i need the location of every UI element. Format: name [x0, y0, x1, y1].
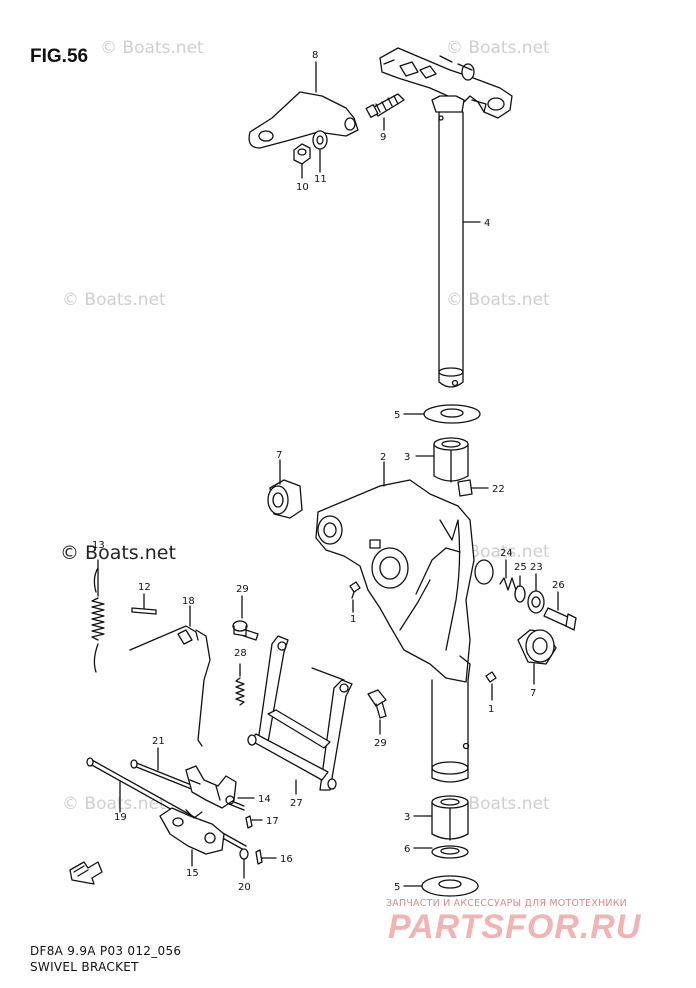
- callout-7b: 7: [530, 688, 536, 699]
- grease-nipple-upper: [349, 581, 361, 613]
- link-rod-18: [129, 605, 211, 747]
- nut-23: [527, 573, 545, 614]
- watermark: © Boats.net: [62, 290, 166, 310]
- callout-17: 17: [266, 816, 279, 827]
- steering-bracket: [379, 47, 513, 119]
- steering-shaft: [431, 95, 465, 388]
- washer-25: [514, 575, 526, 603]
- swivel-tube: [431, 679, 470, 783]
- bolt-29-upper: [232, 595, 259, 641]
- callout-20: 20: [238, 882, 251, 893]
- pin-12: [131, 593, 157, 615]
- callout-2: 2: [380, 452, 386, 463]
- plate-22: [457, 479, 489, 497]
- swivel-bracket: [315, 461, 475, 683]
- shop-brand-logo: PARTSFOR.RU: [388, 908, 642, 946]
- washer-20: [239, 848, 249, 879]
- callout-10: 10: [296, 182, 309, 193]
- cotter-pin-17: [245, 815, 263, 829]
- callout-1: 1: [350, 614, 356, 625]
- nut-10: [293, 143, 311, 179]
- callout-24: 24: [500, 548, 513, 559]
- bushing-7-left: [267, 459, 303, 519]
- washer-6: [413, 845, 469, 859]
- callout-19: 19: [114, 812, 127, 823]
- grease-nipple-lower: [485, 671, 497, 701]
- shaft-cap: [474, 559, 494, 585]
- callout-4: 4: [484, 218, 490, 229]
- callout-3: 3: [404, 452, 410, 463]
- watermark: © Boats.net: [100, 38, 204, 58]
- callout-1b: 1: [488, 704, 494, 715]
- callout-11: 11: [314, 174, 327, 185]
- forward-arrow-icon: [69, 861, 103, 885]
- watermark: © Boats.net: [446, 290, 550, 310]
- washer-11: [312, 130, 328, 173]
- callout-26: 26: [552, 580, 565, 591]
- bushing-3-lower: [413, 795, 469, 841]
- callout-13: 13: [92, 540, 105, 551]
- callout-6: 6: [404, 844, 410, 855]
- watermark: © Boats.net: [60, 542, 176, 564]
- cotter-pin-16: [255, 849, 277, 865]
- callout-16: 16: [280, 854, 293, 865]
- watermark: © Boats.net: [446, 38, 550, 58]
- washer-5-top: [403, 404, 481, 424]
- callout-28: 28: [234, 648, 247, 659]
- tiller-plate: [248, 61, 359, 149]
- bolt-29-lower: [367, 689, 387, 735]
- callouts: 8 9 10 11 4 5 3 22 2 7 24 25 23 26 1 7 1…: [92, 50, 565, 893]
- bushing-7-right: [517, 629, 557, 685]
- callout-23: 23: [530, 562, 543, 573]
- callout-8: 8: [312, 50, 318, 61]
- spring-28: [235, 663, 245, 706]
- callout-25: 25: [514, 562, 527, 573]
- callout-21: 21: [152, 736, 165, 747]
- watermark: © Boats.net: [62, 794, 166, 814]
- bolt-26: [543, 591, 577, 631]
- spring-13: [91, 559, 105, 673]
- callout-22: 22: [492, 484, 505, 495]
- watermark: © Boats.net: [446, 794, 550, 814]
- tilt-lever: [247, 635, 353, 795]
- stopper-14: [185, 765, 255, 809]
- callout-14: 14: [258, 794, 271, 805]
- callout-5: 5: [394, 410, 400, 421]
- callout-18: 18: [182, 596, 195, 607]
- figure-label: FIG.56: [30, 46, 89, 67]
- shop-tagline: ЗАПЧАСТИ И АКСЕССУАРЫ ДЛЯ МОТОТЕХНИКИ: [386, 898, 627, 909]
- callout-12: 12: [138, 582, 151, 593]
- bolt-9: [365, 93, 405, 131]
- diagram-code: DF8A 9.9A P03 012_056: [30, 944, 182, 958]
- callout-9: 9: [380, 132, 386, 143]
- diagram-title: SWIVEL BRACKET: [30, 960, 139, 974]
- bushing-3-top: [415, 437, 469, 483]
- callout-27: 27: [290, 798, 303, 809]
- callout-3b: 3: [404, 812, 410, 823]
- callout-7: 7: [276, 450, 282, 461]
- callout-29b: 29: [374, 738, 387, 749]
- stopper-15: [159, 807, 225, 867]
- callout-5b: 5: [394, 882, 400, 893]
- callout-29: 29: [236, 584, 249, 595]
- washer-5-lower: [403, 875, 479, 897]
- callout-15: 15: [186, 868, 199, 879]
